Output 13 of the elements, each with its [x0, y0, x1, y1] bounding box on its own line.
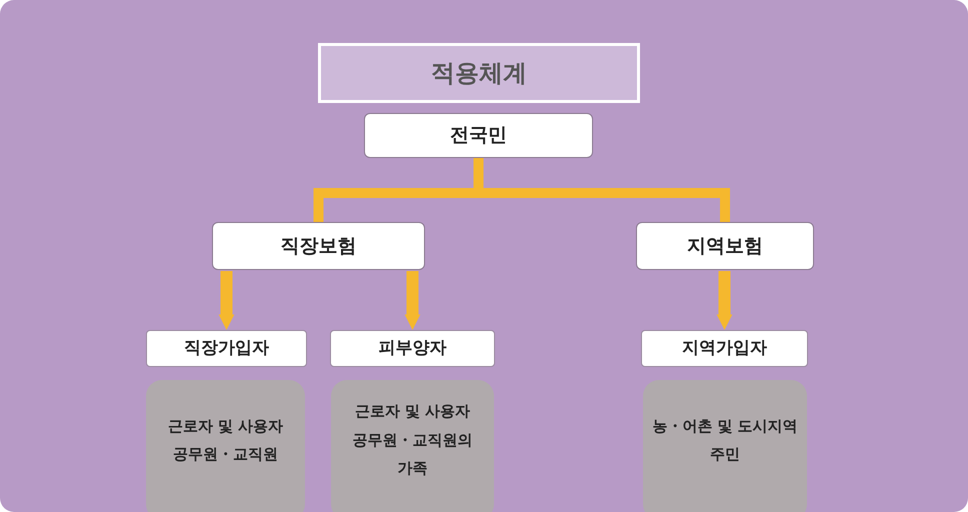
category-box: 전국민 — [364, 113, 593, 158]
category-box: 직장가입자 — [146, 330, 307, 367]
description-box: 근로자 및 사용자 공무원・교직원 — [146, 380, 305, 512]
down-arrow — [404, 271, 420, 330]
down-arrow — [218, 271, 234, 330]
category-box: 지역가입자 — [641, 330, 808, 367]
down-arrow — [716, 271, 732, 330]
description-box: 농・어촌 및 도시지역 주민 — [643, 380, 807, 512]
category-box: 지역보험 — [636, 222, 814, 270]
description-box: 근로자 및 사용자 공무원・교직원의 가족 — [331, 380, 494, 512]
title-banner: 적용체계 — [318, 43, 640, 103]
category-box: 직장보험 — [212, 222, 425, 270]
category-box: 피부양자 — [330, 330, 495, 367]
